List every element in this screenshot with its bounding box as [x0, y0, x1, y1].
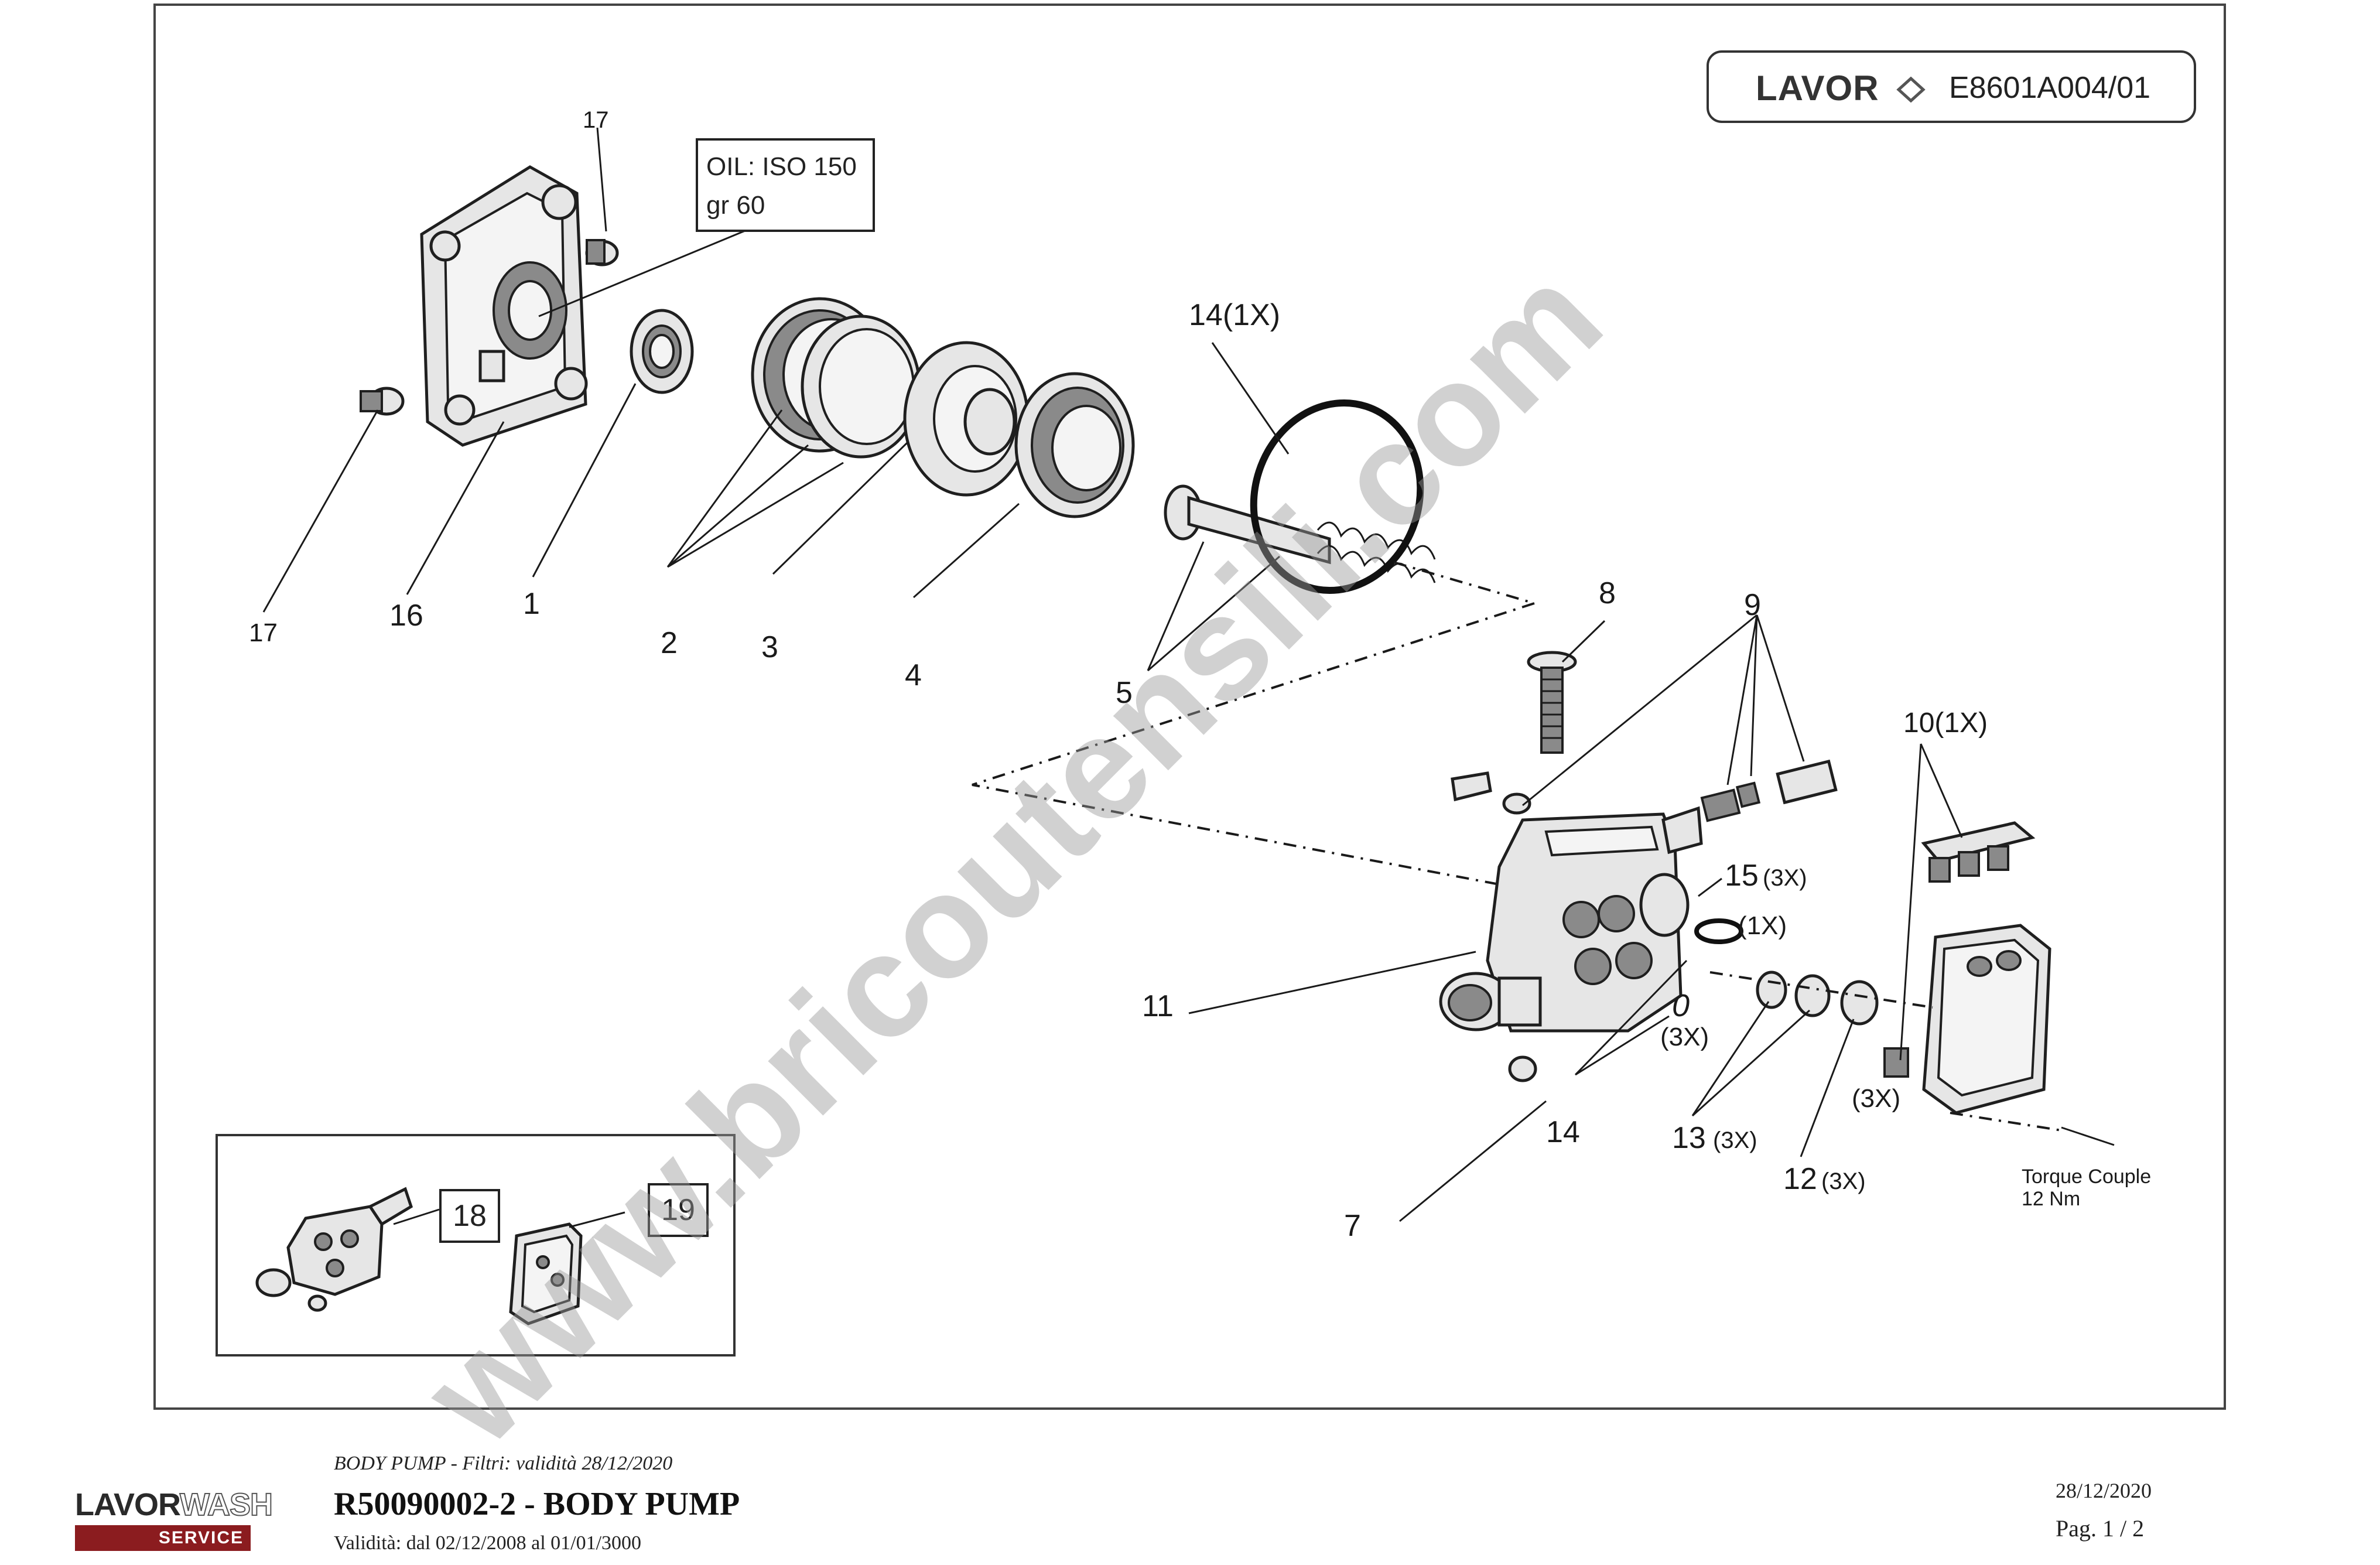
part-9-components [1451, 759, 1838, 822]
inset-drawing [255, 1187, 625, 1325]
callout-17-bottom: 17 [249, 619, 278, 647]
part-1-seal [630, 309, 694, 394]
footer-logo: LAVORWASH SERVICE [75, 1487, 273, 1551]
callout-labels: 17 17 16 1 2 3 4 5 14(1X) 8 9 10(1X) 15 … [249, 107, 2151, 1243]
footer-logo-service-bar: SERVICE [75, 1525, 251, 1551]
callout-16: 16 [389, 599, 423, 633]
oil-note-box: OIL: ISO 150 gr 60 [696, 138, 875, 232]
header-brand-box: LAVOR E8601A004/01 [1707, 50, 2196, 123]
footer-title: R50090002-2 - BODY PUMP [334, 1486, 740, 1522]
part-oring-small [1694, 918, 1743, 944]
callout-15-qty: (3X) [1763, 865, 1807, 891]
callout-5: 5 [1116, 676, 1133, 710]
callout-10: 10(1X) [1903, 708, 1988, 739]
part-13-seals [1756, 971, 1831, 1017]
callout-1: 1 [523, 587, 540, 621]
part-17-plug-top [585, 239, 619, 266]
footer-page-number: Pag. 1 / 2 [2056, 1515, 2145, 1542]
part-5-spring [1316, 521, 1436, 583]
callout-11: 11 [1142, 989, 1174, 1023]
header-brand-logo: LAVOR [1756, 69, 1879, 108]
leader-lines [262, 127, 1963, 1222]
footer-logo-wordmark: LAVORWASH [75, 1487, 273, 1523]
torque-label: Torque Couple [2022, 1166, 2151, 1188]
callout-8: 8 [1599, 576, 1616, 610]
inset-manifold-icon [509, 1222, 583, 1325]
part-16-cover [420, 165, 588, 447]
inset-box: 18 19 [216, 1134, 736, 1356]
callout-4: 4 [905, 658, 922, 692]
callout-15: 15 [1725, 859, 1759, 893]
diamond-logo-icon [1896, 76, 1926, 103]
torque-value: 12 Nm [2022, 1188, 2080, 1210]
callout-14-bottom: 14 [1546, 1115, 1580, 1149]
part-8-valve [1527, 651, 1577, 754]
footer-date: 28/12/2020 [2056, 1479, 2152, 1502]
callout-3: 3 [761, 630, 778, 664]
callout-14-top: 14(1X) [1189, 298, 1280, 332]
oil-note-line1: OIL: ISO 150 [706, 152, 857, 181]
inset-box-19: 19 [648, 1183, 709, 1237]
part-11-pump-head [1439, 806, 1703, 1082]
callout-12: 12 [1783, 1162, 1817, 1196]
callout-7: 7 [1344, 1209, 1361, 1243]
part-4-ring [1014, 372, 1135, 518]
callout-oring-qty: (1X) [1738, 911, 1787, 940]
oil-note-line2: gr 60 [706, 191, 765, 220]
part-15-seal [1639, 873, 1690, 937]
inset-box-18: 18 [439, 1189, 500, 1243]
part-4-swash-plate [903, 341, 1030, 497]
part-17-plug-bottom [360, 387, 405, 416]
callout-13-qty: (3X) [1713, 1127, 1757, 1153]
footer: LAVORWASH SERVICE BODY PUMP - Filtri: va… [0, 1429, 2380, 1565]
callout-17-top: 17 [583, 107, 609, 133]
drawing-code: E8601A004/01 [1949, 71, 2151, 105]
callout-9: 9 [1744, 588, 1761, 622]
callout-2: 2 [661, 626, 678, 660]
part-10-manifold [1883, 821, 2115, 1146]
assembly-axis [972, 561, 1538, 886]
part-3-disk [801, 315, 921, 459]
inset-pump-head-icon [255, 1187, 413, 1312]
footer-subtitle: BODY PUMP - Filtri: validità 28/12/2020 [334, 1453, 673, 1474]
footer-validity: Validità: dal 02/12/2008 al 01/01/3000 [334, 1532, 642, 1554]
callout-oring-small-mark: 0 [1672, 988, 1690, 1023]
part-12-seal [1840, 980, 1879, 1026]
part-14-oring-large [1250, 399, 1424, 594]
callout-13: 13 [1672, 1121, 1706, 1155]
part-5-piston [1164, 484, 1331, 565]
callout-12-qty: (3X) [1821, 1168, 1866, 1194]
callout-3x-a: (3X) [1660, 1023, 1709, 1051]
callout-3x-b: (3X) [1852, 1084, 1900, 1113]
bolt-axis [1709, 971, 2062, 1132]
